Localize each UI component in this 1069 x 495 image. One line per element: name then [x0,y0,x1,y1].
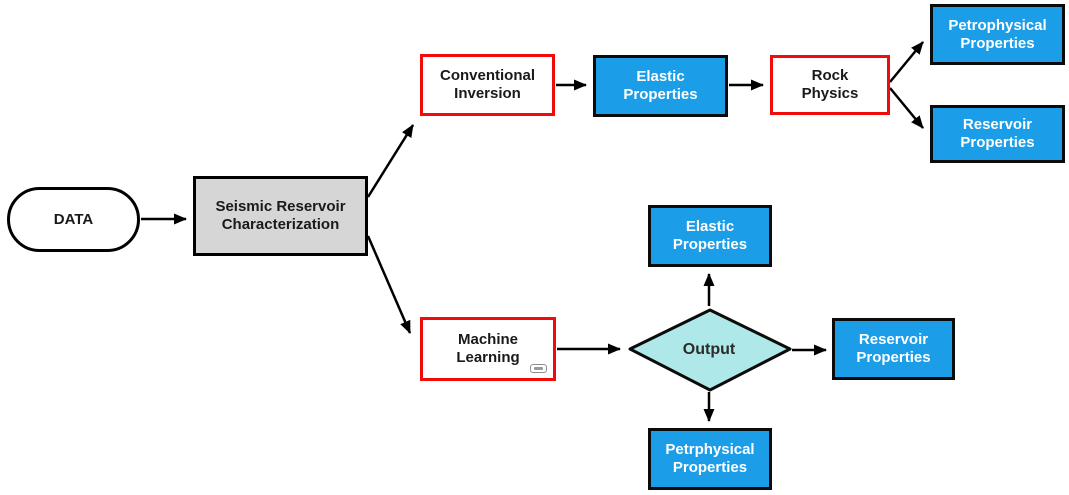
node-data: DATA [7,187,140,252]
node-petrphysical-properties-bottom: Petrphysical Properties [648,428,772,490]
node-elastic-properties-top: Elastic Properties [593,55,728,117]
arrow-rock-to-petrophysical [889,41,924,83]
node-elastic-bottom-label: Elastic Properties [672,218,748,253]
node-ml-label: Machine Learning [456,331,520,366]
node-seismic-reservoir-characterization: Seismic Reservoir Characterization [193,176,368,256]
node-reservoir-properties-bottom: Reservoir Properties [832,318,955,380]
node-machine-learning: Machine Learning [420,317,556,381]
node-seismic-label: Seismic Reservoir Characterization [215,198,346,233]
output-diamond-shape [628,308,792,392]
node-petrophysical-properties-top: Petrophysical Properties [930,4,1065,65]
node-reservoir-bottom-label: Reservoir Properties [856,331,931,366]
watermark-icon [530,364,547,373]
arrow-seismic-to-ml [366,235,412,334]
node-conventional-inversion: Conventional Inversion [420,54,555,116]
node-rock-label: Rock Physics [801,67,859,102]
node-reservoir-top-label: Reservoir Properties [960,116,1035,151]
node-elastic-properties-bottom: Elastic Properties [648,205,772,267]
node-rock-physics: Rock Physics [770,55,890,115]
arrow-rock-to-reservoir [889,87,924,129]
node-data-label: DATA [53,210,94,228]
node-petro-bottom-label: Petrphysical Properties [665,441,755,476]
node-reservoir-properties-top: Reservoir Properties [930,105,1065,163]
arrow-seismic-to-conventional [366,124,415,198]
node-conventional-label: Conventional Inversion [439,67,535,102]
node-elastic-top-label: Elastic Properties [623,68,698,103]
node-petro-top-label: Petrophysical Properties [948,16,1047,52]
